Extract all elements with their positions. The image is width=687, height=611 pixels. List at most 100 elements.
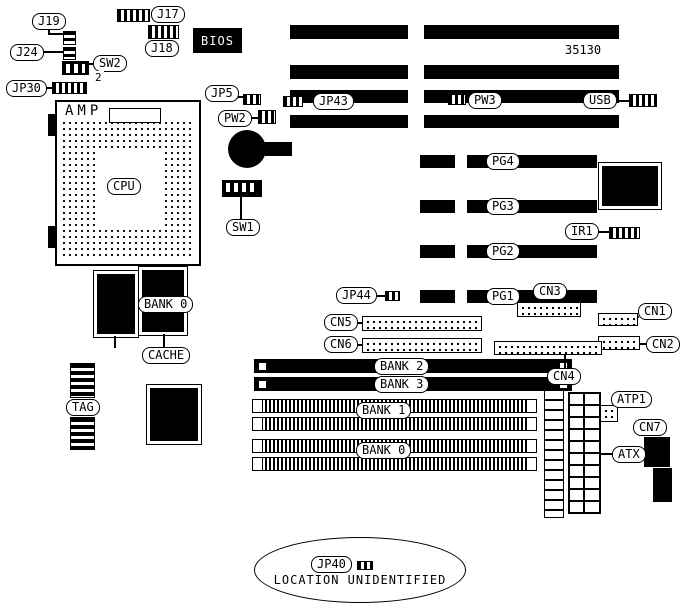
rear-port [653,468,672,502]
usb-header [629,94,657,107]
pw3-header [448,94,466,105]
bios-chip-label: BIOS [201,33,234,48]
label-jp44: JP44 [336,287,377,304]
chipset-chip [598,162,662,210]
isa-slot-4-right [424,115,619,128]
j18-header [148,25,179,39]
label-j17: J17 [151,6,185,23]
dip-switch-sw1 [222,180,262,197]
label-usb: USB [583,92,617,109]
label-bank3: BANK 3 [374,376,430,393]
cn6-connector [362,338,482,353]
atp1-connector [600,405,618,422]
label-tag: TAG [66,399,100,416]
leader-line [163,334,165,348]
label-cpu: CPU [107,178,141,195]
leader-line [48,33,64,35]
slot-key [455,245,467,258]
label-cache: CACHE [142,347,191,364]
ir1-header [609,227,640,239]
leader-line [42,51,63,53]
battery-holder [265,142,292,156]
label-jp40: JP40 [311,556,352,573]
slot-key [455,200,467,213]
leader-line [640,343,646,345]
isa-slot-2-left [290,65,408,79]
label-pg4: PG4 [486,153,520,170]
atx-power-connector [568,392,601,514]
leader-line [236,96,244,98]
leader-line [601,453,612,455]
label-j18: J18 [145,40,179,57]
jp30-header [52,82,87,94]
cn3-connector [517,302,581,317]
leader-line [615,100,629,102]
battery [228,130,266,168]
slot-key [455,290,467,303]
leader-line [375,295,385,297]
label-j24: J24 [10,44,44,61]
jp43-header [283,96,303,107]
leader-line [564,355,566,369]
j24-header [63,47,76,60]
isa-slot-1-right [424,25,619,39]
part-number: 35130 [563,43,604,57]
label-cn1: CN1 [638,303,672,320]
label-bank1: BANK 1 [356,402,412,419]
isa-slot-4-left [290,115,408,128]
j19-header [63,31,76,45]
jp5-header [243,94,261,105]
keyboard-port [644,437,670,467]
label-sw1: SW1 [226,219,260,236]
socket-tab [48,226,55,248]
label-jp30: JP30 [6,80,47,97]
label-cn6: CN6 [324,336,358,353]
isa-slot-2-right [424,65,619,79]
cn4-connector [494,341,602,355]
sw2-pin-number: 2 [93,71,104,85]
leader-line [240,197,242,219]
footnote-text: LOCATION UNIDENTIFIED [273,573,447,587]
label-cn4: CN4 [547,368,581,385]
cache-chip-1 [93,270,139,338]
power-header-strip [544,390,564,518]
leader-line [114,336,116,348]
cpu-socket: AMP CPU [55,100,201,266]
jp44-header [385,291,400,301]
socket-tab [48,114,55,136]
label-pg1: PG1 [486,288,520,305]
simm-slot-bank0-b [252,457,537,471]
socket-lever [109,108,161,123]
leader-line [356,344,362,346]
tag-ram-chip-1 [70,363,95,398]
leader-line [597,231,609,233]
label-jp5: JP5 [205,85,239,102]
label-cn5: CN5 [324,314,358,331]
leader-line [48,29,50,35]
pw2-header [258,110,276,124]
cn5-connector [362,316,482,331]
isa-slot-1-left [290,25,408,39]
leader-line [303,101,313,103]
footnote-ellipse [254,537,466,603]
label-cn2: CN2 [646,336,680,353]
label-cn7: CN7 [633,419,667,436]
slot-key [455,155,467,168]
label-pg3: PG3 [486,198,520,215]
label-jp43: JP43 [313,93,354,110]
label-atp1: ATP1 [611,391,652,408]
cn1-connector [598,313,638,326]
leader-line [89,63,93,65]
leader-line [466,99,469,101]
label-bank0: BANK 0 [356,442,412,459]
label-sw2: SW2 [93,55,127,72]
label-atx: ATX [612,446,646,463]
bios-chip: BIOS [193,28,242,53]
label-j19: J19 [32,13,66,30]
tag-ram-chip-2 [70,417,95,450]
label-pw2: PW2 [218,110,252,127]
socket-brand-label: AMP [63,103,105,119]
leader-line [46,87,52,89]
label-pw3: PW3 [468,92,502,109]
